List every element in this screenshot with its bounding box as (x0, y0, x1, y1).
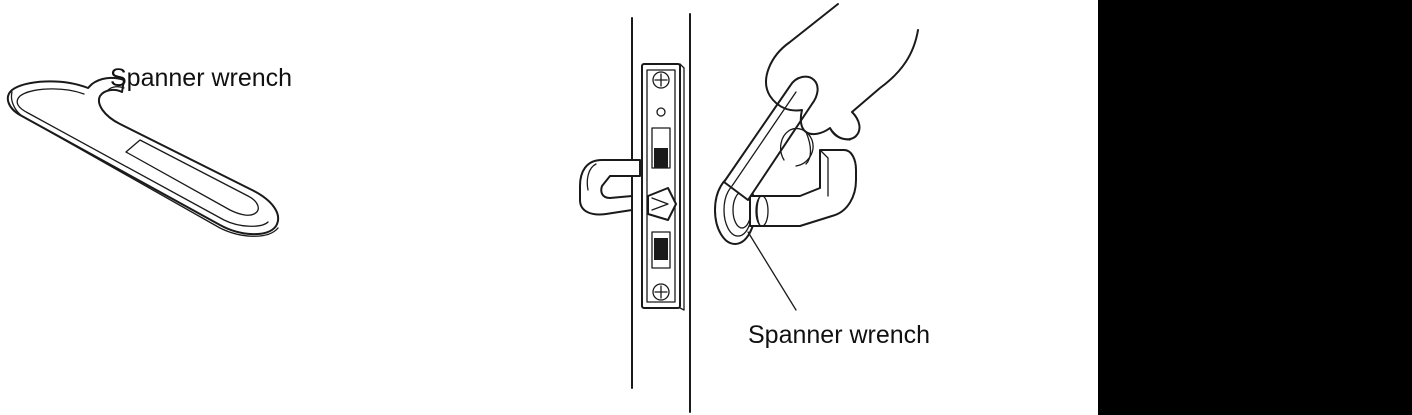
spanner-wrench-callout-label: Spanner wrench (748, 321, 931, 349)
spanner-wrench-drawing (6, 76, 280, 237)
spanner-wrench-label: Spanner wrench (110, 64, 293, 92)
black-side-panel (1098, 0, 1412, 415)
door-diagram (579, 3, 919, 413)
